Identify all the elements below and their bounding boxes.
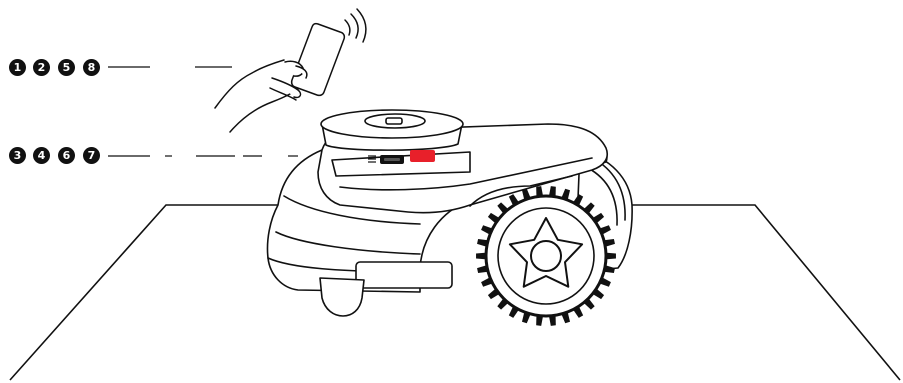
step-badge-3: 3 xyxy=(9,147,26,164)
step-badge-5: 5 xyxy=(58,59,75,76)
step-badge-7: 7 xyxy=(83,147,100,164)
step-badge-8: 8 xyxy=(83,59,100,76)
step-badge-2: 2 xyxy=(33,59,50,76)
wireless-signal-icon xyxy=(345,9,366,42)
lawn-plane xyxy=(10,205,900,380)
step-badge-1: 1 xyxy=(9,59,26,76)
stop-button-icon xyxy=(410,150,435,162)
step-badge-4: 4 xyxy=(33,147,50,164)
hand-with-phone-icon xyxy=(215,24,344,132)
step-badge-6: 6 xyxy=(58,147,75,164)
